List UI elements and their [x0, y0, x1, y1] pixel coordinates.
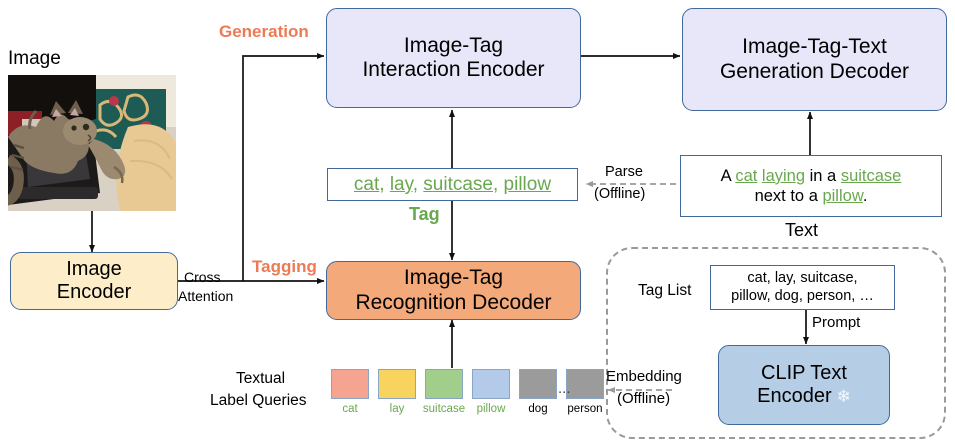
label-query-swatch-person[interactable]	[566, 369, 604, 399]
text-tag-suitcase: suitcase	[840, 166, 902, 185]
label-query-label-suitcase: suitcase	[422, 403, 466, 415]
text-plain: A	[720, 166, 736, 185]
attention-label: Attention	[178, 288, 234, 304]
tag-list-line2: pillow, dog, person, …	[731, 287, 874, 304]
text-tag-cat: cat	[735, 166, 758, 185]
tag-box: cat, lay, suitcase, pillow	[327, 168, 578, 201]
offline-region	[606, 247, 946, 439]
tag-token-pillow: pillow	[503, 173, 552, 195]
cross-label: Cross	[184, 269, 221, 285]
tag-list-line1: cat, lay, suitcase,	[747, 269, 858, 286]
label-query-swatch-dog[interactable]	[519, 369, 557, 399]
tagging-label: Tagging	[252, 257, 317, 276]
tag-caption: Tag	[409, 204, 440, 224]
textual-label-line1: Textual	[236, 370, 286, 387]
label-query-swatch-lay[interactable]	[378, 369, 416, 399]
tag-list-label: Tag List	[638, 282, 692, 299]
image-tag-interaction-encoder-box[interactable]: Image-Tag Interaction Encoder	[326, 8, 581, 108]
tag-list-box: cat, lay, suitcase, pillow, dog, person,…	[710, 265, 895, 310]
generation-decoder-line2: Generation Decoder	[719, 59, 910, 83]
tag-token-lay: lay	[389, 173, 413, 195]
input-image	[8, 75, 176, 211]
interaction-encoder-line2: Interaction Encoder	[362, 58, 545, 81]
image-tag-recognition-decoder-box[interactable]: Image-Tag Recognition Decoder	[326, 261, 581, 320]
recognition-decoder-line1: Image-Tag	[403, 266, 504, 290]
prompt-label: Prompt	[812, 314, 861, 331]
parse-offline-label: (Offline)	[594, 186, 646, 202]
text-tag-laying: laying	[761, 166, 806, 185]
image-tag-text-generation-decoder-box[interactable]: Image-Tag-Text Generation Decoder	[682, 8, 947, 111]
text-plain: next to a	[754, 187, 823, 205]
image-encoder-box[interactable]: Image Encoder	[10, 252, 178, 310]
clip-encoder-line1: CLIP Text	[761, 361, 847, 384]
interaction-encoder-line1: Image-Tag	[403, 33, 504, 57]
snowflake-icon: ❄	[836, 387, 851, 407]
tag-separator: ,	[492, 173, 504, 195]
embedding-offline-label: (Offline)	[617, 390, 671, 407]
parse-label: Parse	[605, 164, 643, 180]
swatch-ellipsis: ...	[558, 380, 571, 397]
generation-decoder-line1: Image-Tag-Text	[742, 35, 887, 59]
text-box: A cat laying in a suitcase next to a pil…	[680, 155, 942, 217]
label-query-label-dog: dog	[528, 403, 548, 415]
clip-encoder-line2: Encoder	[757, 385, 832, 407]
text-line-1: A cat laying in a suitcase	[721, 166, 902, 186]
tag-separator: ,	[412, 173, 424, 195]
clip-text-encoder-box[interactable]: CLIP Text Encoder ❄	[718, 345, 890, 425]
clip-encoder-line2-wrap: Encoder ❄	[757, 385, 851, 408]
text-plain: .	[862, 187, 868, 205]
text-line-2: next to a pillow.	[755, 186, 868, 206]
textual-label-line2: Label Queries	[210, 392, 307, 409]
label-query-label-pillow: pillow	[476, 403, 506, 415]
generation-label: Generation	[219, 22, 309, 41]
text-plain: in a	[805, 166, 841, 185]
label-query-swatch-pillow[interactable]	[472, 369, 510, 399]
label-query-label-lay: lay	[389, 403, 405, 415]
label-query-label-person: person	[567, 403, 603, 415]
text-caption: Text	[785, 220, 819, 240]
tag-separator: ,	[379, 173, 390, 195]
tag-token-suitcase: suitcase	[423, 173, 493, 195]
tag-list-inline: cat, lay, suitcase, pillow	[354, 173, 551, 196]
image-encoder-line2: Encoder	[56, 281, 132, 303]
label-query-swatch-suitcase[interactable]	[425, 369, 463, 399]
text-tag-pillow: pillow	[822, 187, 863, 205]
recognition-decoder-line2: Recognition Decoder	[355, 290, 552, 314]
label-query-label-cat: cat	[342, 403, 358, 415]
label-query-swatch-cat[interactable]	[331, 369, 369, 399]
embedding-label: Embedding	[606, 368, 682, 385]
tag-token-cat: cat	[353, 173, 380, 195]
image-caption: Image	[8, 48, 61, 69]
image-encoder-line1: Image	[66, 257, 122, 280]
